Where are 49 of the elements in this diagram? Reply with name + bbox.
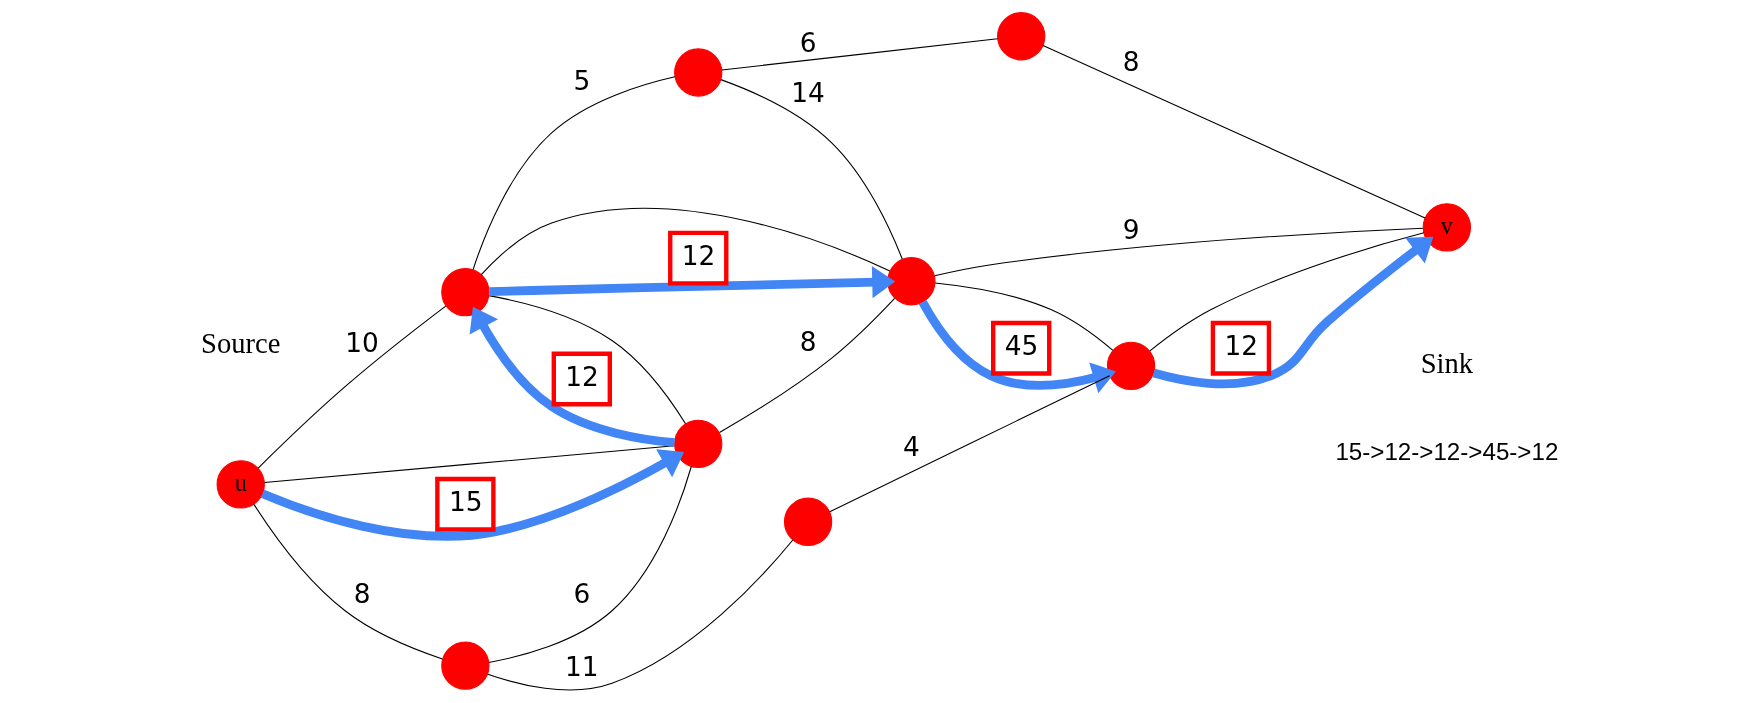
node-circle: u bbox=[216, 460, 265, 509]
edge-label: 45 bbox=[1004, 331, 1038, 362]
node-circle bbox=[673, 419, 722, 468]
edge-label: 8 bbox=[1122, 46, 1139, 77]
connector bbox=[257, 305, 446, 469]
edge-label: 15 bbox=[448, 487, 482, 518]
arrow bbox=[1152, 236, 1433, 389]
edge-label: 10 bbox=[344, 327, 379, 358]
node-label: Sink bbox=[1420, 347, 1473, 379]
arrow bbox=[260, 449, 684, 541]
connector bbox=[487, 295, 686, 425]
connector bbox=[1148, 232, 1424, 352]
node-circle bbox=[440, 641, 490, 690]
arrow bbox=[469, 306, 675, 447]
connector bbox=[486, 539, 793, 691]
edge-label: 14 bbox=[790, 78, 825, 109]
edge-label: 12 bbox=[1223, 331, 1258, 362]
edge-label: 6 bbox=[799, 27, 816, 58]
connector bbox=[720, 38, 998, 71]
edge-label: 6 bbox=[572, 579, 590, 610]
node-circle: v bbox=[1422, 203, 1471, 252]
connector bbox=[472, 76, 675, 271]
edge-label: 4 bbox=[902, 432, 920, 463]
edge-label: 8 bbox=[353, 579, 370, 610]
node-circle bbox=[1106, 341, 1155, 390]
node-circle bbox=[886, 257, 935, 306]
connector bbox=[718, 297, 895, 434]
edge-label: 12 bbox=[681, 240, 715, 271]
node-circle bbox=[783, 497, 832, 546]
arrow bbox=[918, 299, 1116, 394]
connector bbox=[719, 79, 903, 260]
connector bbox=[252, 503, 443, 660]
arrow bbox=[488, 266, 895, 299]
node-label: Source bbox=[200, 327, 280, 359]
connector bbox=[1041, 45, 1426, 219]
connector bbox=[933, 227, 1423, 277]
edge-label: 8 bbox=[799, 326, 816, 357]
connector bbox=[828, 375, 1110, 513]
edge-label: 5 bbox=[572, 66, 590, 97]
connector bbox=[480, 207, 890, 276]
node-circle bbox=[440, 268, 490, 317]
node-circle bbox=[673, 48, 722, 97]
node-circle bbox=[996, 12, 1045, 61]
connector bbox=[487, 465, 692, 663]
edge-label: 9 bbox=[1122, 214, 1139, 245]
connector bbox=[933, 282, 1113, 351]
edge-label: 11 bbox=[564, 651, 599, 682]
edge-label: 12 bbox=[564, 361, 599, 392]
label: 15->12->12->45->12 bbox=[1334, 437, 1558, 465]
